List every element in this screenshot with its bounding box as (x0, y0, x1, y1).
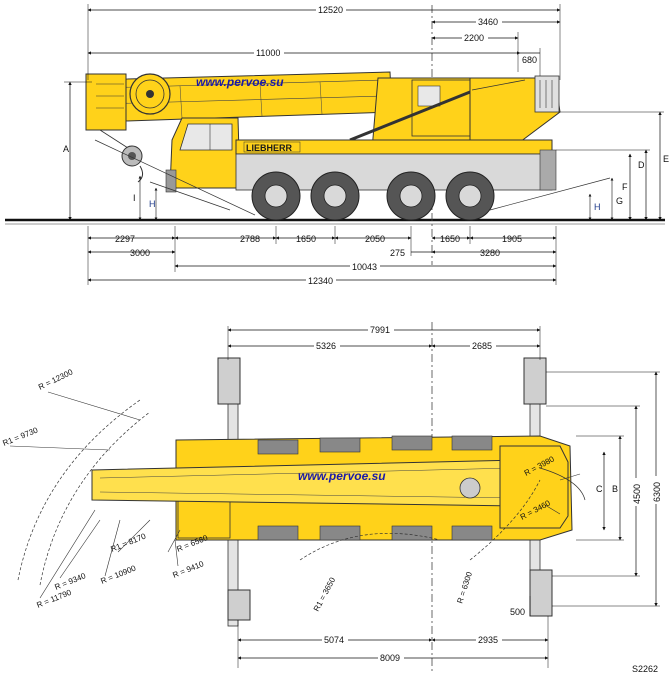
dim-10043: 10043 (352, 262, 377, 272)
dim-3280: 3280 (480, 248, 500, 258)
dim-2200: 2200 (464, 33, 484, 43)
radius-leaders (9, 391, 581, 599)
height-label-a: A (63, 144, 69, 154)
radius-9340: R = 9340 (53, 571, 87, 592)
watermark-side: www.pervoe.su (196, 75, 284, 89)
height-label-h-front: H (149, 199, 156, 209)
side-right-heights: E D F G H (556, 111, 669, 221)
side-bottom-dimensions: 2297 2788 1650 2050 1650 1905 3000 275 3… (87, 226, 557, 286)
side-view: LIEBHERR www.pervoe.su 125 (5, 4, 669, 286)
dim-680: 680 (522, 55, 537, 65)
height-label-h-rear: H (594, 202, 601, 212)
superstructure (349, 75, 561, 151)
radius-12300: R = 12300 (37, 367, 75, 392)
dim-1650-front: 1650 (296, 234, 316, 244)
radius-8170: R1 = 8170 (109, 531, 147, 553)
dim-6300: 6300 (652, 482, 662, 502)
dim-2050: 2050 (365, 234, 385, 244)
dim-4500: 4500 (632, 484, 642, 504)
dim-2685: 2685 (472, 341, 492, 351)
bottom-span-dimensions: 5074 2935 8009 (237, 616, 549, 668)
dim-2297: 2297 (115, 234, 135, 244)
radius-3650: R1 = 3650 (312, 575, 338, 613)
dim-7991: 7991 (370, 325, 390, 335)
side-top-dimensions: 12520 3460 2200 11000 680 (87, 4, 561, 80)
dim-11000: 11000 (256, 48, 280, 58)
dim-500: 500 (510, 607, 525, 617)
dim-8009: 8009 (380, 653, 400, 663)
radius-11790: R = 11790 (35, 588, 73, 610)
radius-6300: R = 6300 (455, 570, 474, 604)
radius-9410: R = 9410 (171, 559, 205, 580)
top-width-dimensions: 6300 4500 B C 500 (510, 371, 662, 617)
dim-5326: 5326 (316, 341, 336, 351)
dim-1650-rear: 1650 (440, 234, 460, 244)
dim-3000: 3000 (130, 248, 150, 258)
top-span-dimensions: 7991 5326 2685 (227, 324, 541, 360)
dim-2935: 2935 (478, 635, 498, 645)
height-label-e: E (663, 154, 669, 164)
dim-overall-length: 12520 (318, 5, 343, 15)
top-carrier (91, 435, 573, 541)
radius-10900: R = 10900 (99, 563, 137, 585)
height-label-g: G (616, 196, 623, 206)
width-label-b: B (612, 484, 618, 494)
height-label-f: F (622, 182, 628, 192)
dim-1905: 1905 (502, 234, 522, 244)
dim-2788: 2788 (240, 234, 260, 244)
radius-arcs (17, 399, 586, 586)
radius-9730: R1 = 9730 (1, 425, 39, 447)
side-left-heights: A I H (63, 81, 158, 221)
height-label-d: D (638, 160, 645, 170)
width-label-c: C (596, 484, 603, 494)
watermark-top: www.pervoe.su (298, 469, 386, 483)
boom (85, 71, 393, 183)
drawing-code: S2262 (632, 664, 658, 674)
height-label-i: I (133, 193, 136, 203)
top-view: R = 12300 R1 = 9730 R = 3980 R = 3460 R1… (1, 322, 662, 674)
dim-275: 275 (390, 248, 405, 258)
wheels (251, 171, 495, 221)
dim-5074: 5074 (324, 635, 344, 645)
brand-label: LIEBHERR (246, 143, 293, 153)
dim-12340: 12340 (308, 276, 333, 286)
dim-rear-overhang-3460: 3460 (478, 17, 498, 27)
